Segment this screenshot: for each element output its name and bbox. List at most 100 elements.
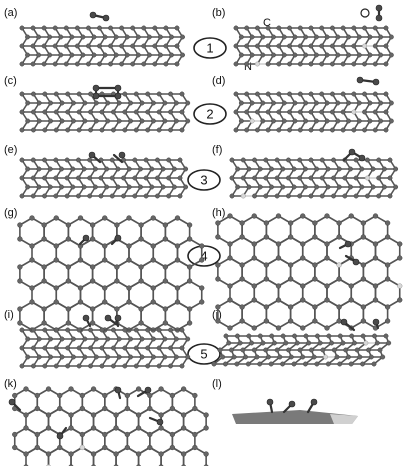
carbon-atom <box>343 347 349 353</box>
carbon-atom <box>116 336 122 342</box>
carbon-atom <box>329 25 335 31</box>
carbon-atom <box>203 412 209 418</box>
carbon-atom <box>53 299 59 305</box>
carbon-atom <box>45 425 52 431</box>
carbon-atom <box>114 306 120 312</box>
step-number-1: 1 <box>206 41 213 56</box>
carbon-atom <box>65 363 71 369</box>
carbon-atom <box>152 43 158 49</box>
carbon-atom <box>173 100 179 106</box>
carbon-atom-label: C <box>263 17 271 29</box>
carbon-atom <box>276 25 282 31</box>
carbon-atom <box>30 61 36 67</box>
carbon-atom <box>138 306 144 312</box>
carbon-atom <box>249 34 255 40</box>
carbon-atom <box>156 91 162 97</box>
carbon-atom <box>102 431 108 438</box>
carbon-atom <box>263 276 270 282</box>
carbon-atom <box>110 109 116 115</box>
carbon-atom <box>192 431 198 438</box>
carbon-atom <box>110 345 116 351</box>
carbon-atom <box>336 184 342 190</box>
carbon-atom <box>383 127 389 133</box>
oxygen-atom <box>358 154 366 162</box>
nitrogen-atom <box>249 118 255 124</box>
carbon-atom <box>308 61 314 67</box>
carbon-atom <box>108 43 114 49</box>
carbon-atom <box>90 425 97 431</box>
carbon-atom <box>238 34 244 40</box>
carbon-atom <box>211 361 217 367</box>
carbon-atom <box>53 215 59 221</box>
carbon-atom <box>58 34 64 40</box>
carbon-atom <box>265 91 271 97</box>
carbon-atom <box>93 354 99 360</box>
carbon-atom <box>19 109 25 115</box>
carbon-atom <box>372 333 378 339</box>
carbon-atom <box>346 34 351 40</box>
carbon-atom <box>378 118 384 124</box>
carbon-atom <box>82 118 88 124</box>
carbon-atom <box>47 166 53 172</box>
carbon-atom <box>313 52 319 58</box>
carbon-atom <box>135 386 142 392</box>
nitrogen-atom <box>362 43 368 49</box>
carbon-atom <box>168 363 174 369</box>
carbon-atom <box>102 34 108 40</box>
carbon-atom <box>23 451 29 457</box>
oxygen-atom <box>56 432 64 440</box>
oxygen-atom <box>88 151 96 159</box>
carbon-atom <box>52 43 58 49</box>
carbon-atom <box>87 175 93 181</box>
carbon-atom <box>244 25 250 31</box>
carbon-atom <box>138 236 144 242</box>
carbon-atom <box>171 166 177 172</box>
carbon-atom <box>238 100 244 106</box>
carbon-atom <box>192 444 198 451</box>
carbon-atom <box>146 34 152 40</box>
carbon-atom <box>65 109 71 115</box>
carbon-atom <box>366 347 372 353</box>
carbon-atom <box>91 52 97 58</box>
oxygen-atom <box>8 398 16 406</box>
carbon-atom <box>275 325 282 331</box>
carbon-atom <box>150 285 156 291</box>
carbon-atom <box>57 405 63 412</box>
step-marker-3: 3 <box>187 169 221 191</box>
carbon-atom <box>324 283 330 289</box>
carbon-atom <box>345 354 351 360</box>
carbon-atom <box>75 157 81 163</box>
carbon-atom <box>158 451 164 457</box>
carbon-atom <box>235 166 241 172</box>
carbon-atom <box>314 166 320 172</box>
carbon-atom <box>82 336 88 342</box>
carbon-atom <box>48 100 54 106</box>
carbon-atom <box>383 333 389 339</box>
carbon-atom <box>269 333 275 339</box>
carbon-atom <box>287 220 294 226</box>
carbon-atom <box>246 184 252 190</box>
panel-label-l: (l) <box>212 378 222 390</box>
carbon-atom <box>367 118 373 124</box>
carbon-atom <box>12 444 18 451</box>
carbon-atom <box>77 285 84 291</box>
carbon-atom <box>186 306 193 312</box>
carbon-atom <box>340 43 346 49</box>
carbon-atom <box>287 262 294 268</box>
carbon-atom <box>388 34 394 40</box>
carbon-atom <box>203 425 209 431</box>
carbon-atom <box>239 220 245 226</box>
carbon-atom <box>371 361 377 367</box>
carbon-atom <box>162 354 168 360</box>
carbon-atom <box>141 43 147 49</box>
carbon-atom <box>30 363 36 369</box>
carbon-atom <box>174 61 180 67</box>
carbon-atom <box>64 175 70 181</box>
carbon-atom <box>374 340 380 346</box>
carbon-atom <box>174 243 181 249</box>
carbon-atom <box>99 127 105 133</box>
carbon-atom <box>254 354 260 360</box>
carbon-atom <box>351 61 357 67</box>
carbon-atom <box>19 43 25 49</box>
panel-label-b: (b) <box>212 7 225 19</box>
